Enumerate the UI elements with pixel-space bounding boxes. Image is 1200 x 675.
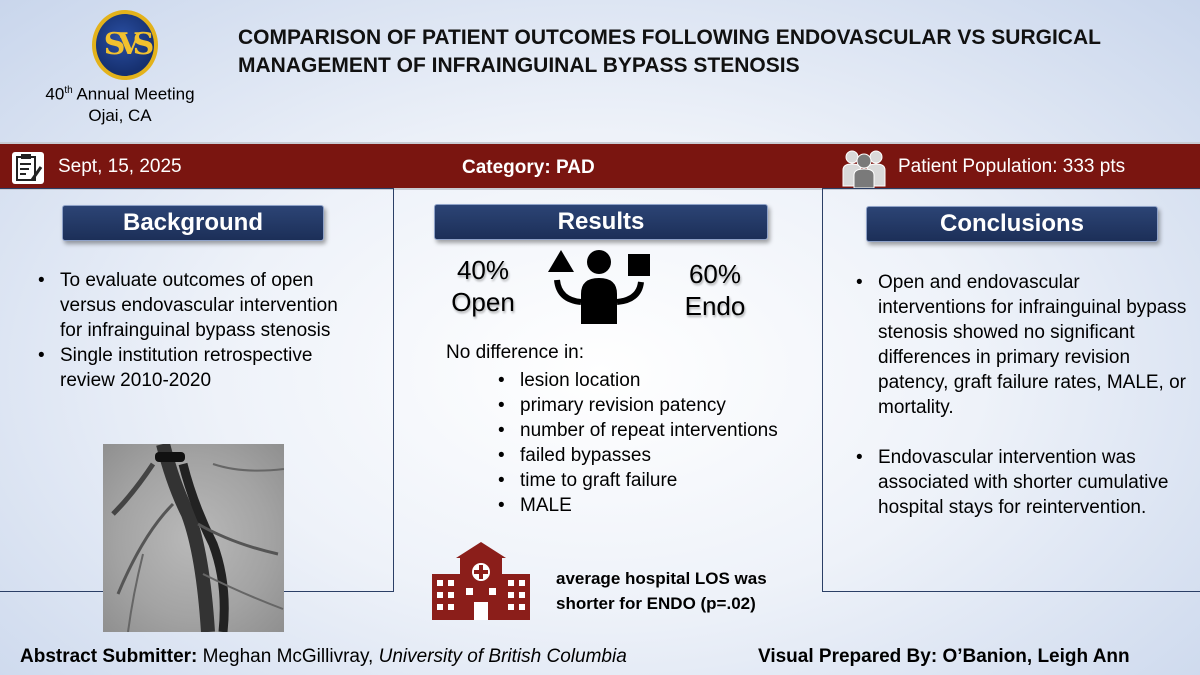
hospital-icon bbox=[432, 542, 530, 620]
submitter-institution: University of British Columbia bbox=[378, 646, 627, 667]
list-item: Open and endovascular interventions for … bbox=[848, 270, 1188, 420]
logo-monogram: SVS bbox=[103, 27, 155, 62]
category-label: Category: PAD bbox=[462, 157, 595, 178]
no-difference-intro: No difference in: bbox=[446, 342, 585, 363]
no-difference-list: lesion location primary revision patency… bbox=[490, 368, 820, 518]
meeting-location: Ojai, CA bbox=[88, 105, 152, 125]
title-line-1: COMPARISON OF PATIENT OUTCOMES FOLLOWING… bbox=[238, 26, 1101, 49]
endo-percentage: 60% Endo bbox=[680, 258, 750, 322]
society-logo: SVS bbox=[92, 10, 158, 80]
list-item: primary revision patency bbox=[490, 393, 820, 418]
list-item: Single institution retrospective review … bbox=[30, 343, 360, 393]
clipboard-icon bbox=[12, 152, 44, 184]
list-item: lesion location bbox=[490, 368, 820, 393]
meeting-ordinal-suffix: th bbox=[64, 85, 73, 96]
open-label: Open bbox=[451, 287, 515, 317]
background-heading: Background bbox=[62, 205, 324, 241]
open-percentage: 40% Open bbox=[448, 254, 518, 318]
angiogram-image bbox=[103, 444, 284, 632]
conclusions-list: Open and endovascular interventions for … bbox=[848, 270, 1188, 520]
los-line-1: average hospital LOS was bbox=[556, 569, 767, 588]
open-pct-value: 40% bbox=[456, 255, 510, 285]
event-date: Sept, 15, 2025 bbox=[58, 156, 182, 177]
list-item: Endovascular intervention was associated… bbox=[848, 445, 1188, 520]
visual-prepared-by: Visual Prepared By: O’Banion, Leigh Ann bbox=[758, 646, 1130, 667]
conclusions-heading: Conclusions bbox=[866, 206, 1158, 242]
conclusions-panel bbox=[822, 188, 1200, 592]
abstract-submitter: Abstract Submitter: Meghan McGillivray, … bbox=[20, 646, 627, 668]
meeting-line: 40th Annual Meeting bbox=[20, 80, 220, 105]
people-group-icon bbox=[842, 150, 886, 188]
page-title: COMPARISON OF PATIENT OUTCOMES FOLLOWING… bbox=[238, 24, 1138, 80]
los-line-2: shorter for ENDO (p=.02) bbox=[556, 594, 756, 613]
endo-pct-value: 60% bbox=[688, 259, 742, 289]
title-line-2: MANAGEMENT OF INFRAINGUINAL BYPASS STENO… bbox=[238, 54, 800, 77]
meeting-ordinal: 40 bbox=[45, 84, 65, 104]
endo-label: Endo bbox=[684, 291, 746, 321]
submitter-label: Abstract Submitter: bbox=[20, 646, 198, 667]
list-item: To evaluate outcomes of open versus endo… bbox=[30, 268, 360, 343]
submitter-name: Meghan McGillivray, bbox=[202, 646, 374, 667]
results-heading: Results bbox=[434, 204, 768, 240]
list-item: number of repeat interventions bbox=[490, 418, 820, 443]
los-finding: average hospital LOS was shorter for END… bbox=[556, 566, 767, 616]
list-item: failed bypasses bbox=[490, 443, 820, 468]
meeting-info: 40th Annual Meeting Ojai, CA bbox=[20, 80, 220, 126]
info-banner: Sept, 15, 2025 Category: PAD Patient Pop… bbox=[0, 142, 1200, 190]
list-item: time to graft failure bbox=[490, 468, 820, 493]
background-list: To evaluate outcomes of open versus endo… bbox=[30, 268, 360, 393]
balance-person-icon bbox=[548, 250, 650, 324]
meeting-name: Annual Meeting bbox=[72, 84, 195, 104]
list-item: MALE bbox=[490, 493, 820, 518]
patient-population: Patient Population: 333 pts bbox=[898, 156, 1126, 177]
